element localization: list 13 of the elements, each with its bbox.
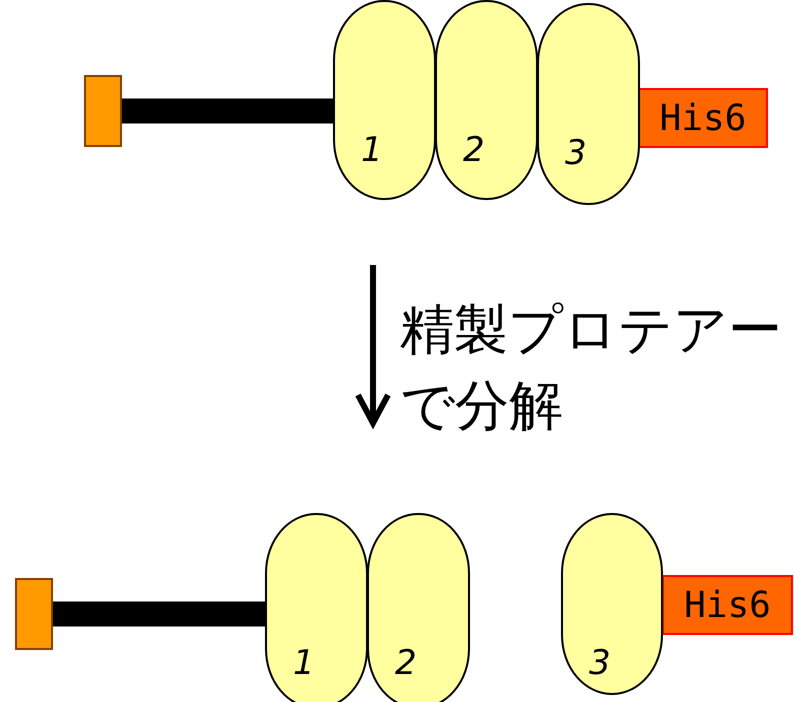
step-label: 精製プロテアーで分解 [400, 297, 783, 439]
domain-number: 3 [589, 643, 611, 683]
end-block [84, 75, 122, 147]
domain-number: 2 [395, 643, 417, 683]
connector-bar [122, 98, 334, 124]
tag-box: His6 [638, 88, 768, 148]
end-block [15, 578, 53, 650]
domain-number: 2 [463, 130, 485, 170]
domain-number: 3 [565, 133, 587, 173]
domain-number: 1 [293, 643, 315, 683]
domain-number: 1 [361, 130, 383, 170]
connector-bar [53, 602, 266, 626]
tag-box: His6 [662, 575, 793, 635]
